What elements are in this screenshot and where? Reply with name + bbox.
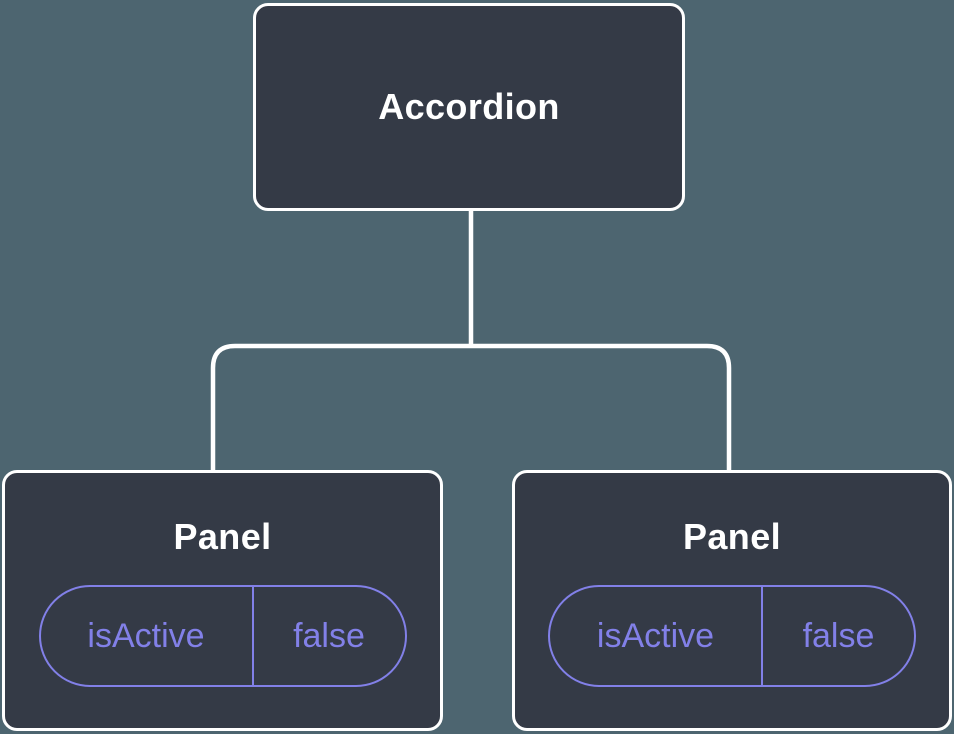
component-label-panel-right: Panel [682, 516, 782, 557]
connector-bracket [210, 343, 732, 473]
component-node-panel-left: Panel isActive false [2, 470, 443, 731]
state-pill-right: isActive false [548, 585, 916, 688]
component-label-panel-left: Panel [173, 516, 272, 557]
state-value-left: false [293, 616, 365, 655]
component-label-accordion: Accordion [378, 86, 560, 128]
state-name-left: isActive [41, 587, 254, 686]
state-value-right: false [802, 616, 875, 655]
state-name-right: isActive [550, 587, 763, 686]
component-node-panel-right: Panel isActive false [512, 470, 952, 731]
component-node-accordion: Accordion [253, 3, 685, 211]
state-pill-left: isActive false [38, 585, 407, 688]
